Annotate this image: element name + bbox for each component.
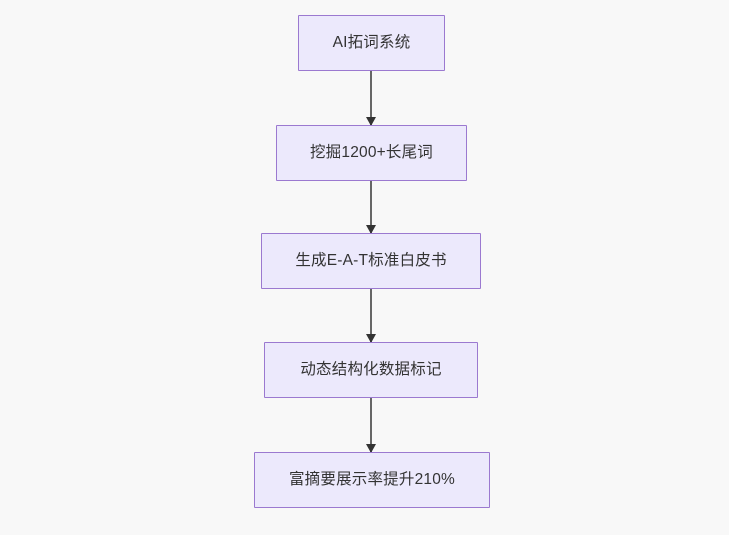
flow-node-label: 动态结构化数据标记 bbox=[300, 360, 442, 378]
flow-node-mine-longtail-keywords[interactable]: 挖掘1200+长尾词 bbox=[276, 125, 467, 181]
flow-node-ai-keyword-system[interactable]: AI拓词系统 bbox=[298, 15, 445, 71]
flow-node-label: AI拓词系统 bbox=[332, 33, 411, 51]
flow-node-dynamic-structured-data-markup[interactable]: 动态结构化数据标记 bbox=[264, 342, 478, 398]
flow-edge-node1-to-node2 bbox=[370, 71, 372, 125]
flow-node-generate-eat-whitepaper[interactable]: 生成E-A-T标准白皮书 bbox=[261, 233, 481, 289]
flow-edge-node2-to-node3 bbox=[370, 181, 372, 233]
flow-node-label: 富摘要展示率提升210% bbox=[288, 470, 456, 488]
flow-edge-node4-to-node5 bbox=[370, 398, 372, 452]
flow-node-rich-snippet-impression-lift[interactable]: 富摘要展示率提升210% bbox=[254, 452, 490, 508]
flow-node-label: 生成E-A-T标准白皮书 bbox=[295, 251, 447, 269]
flow-edge-node3-to-node4 bbox=[370, 289, 372, 342]
flow-node-label: 挖掘1200+长尾词 bbox=[309, 143, 434, 161]
